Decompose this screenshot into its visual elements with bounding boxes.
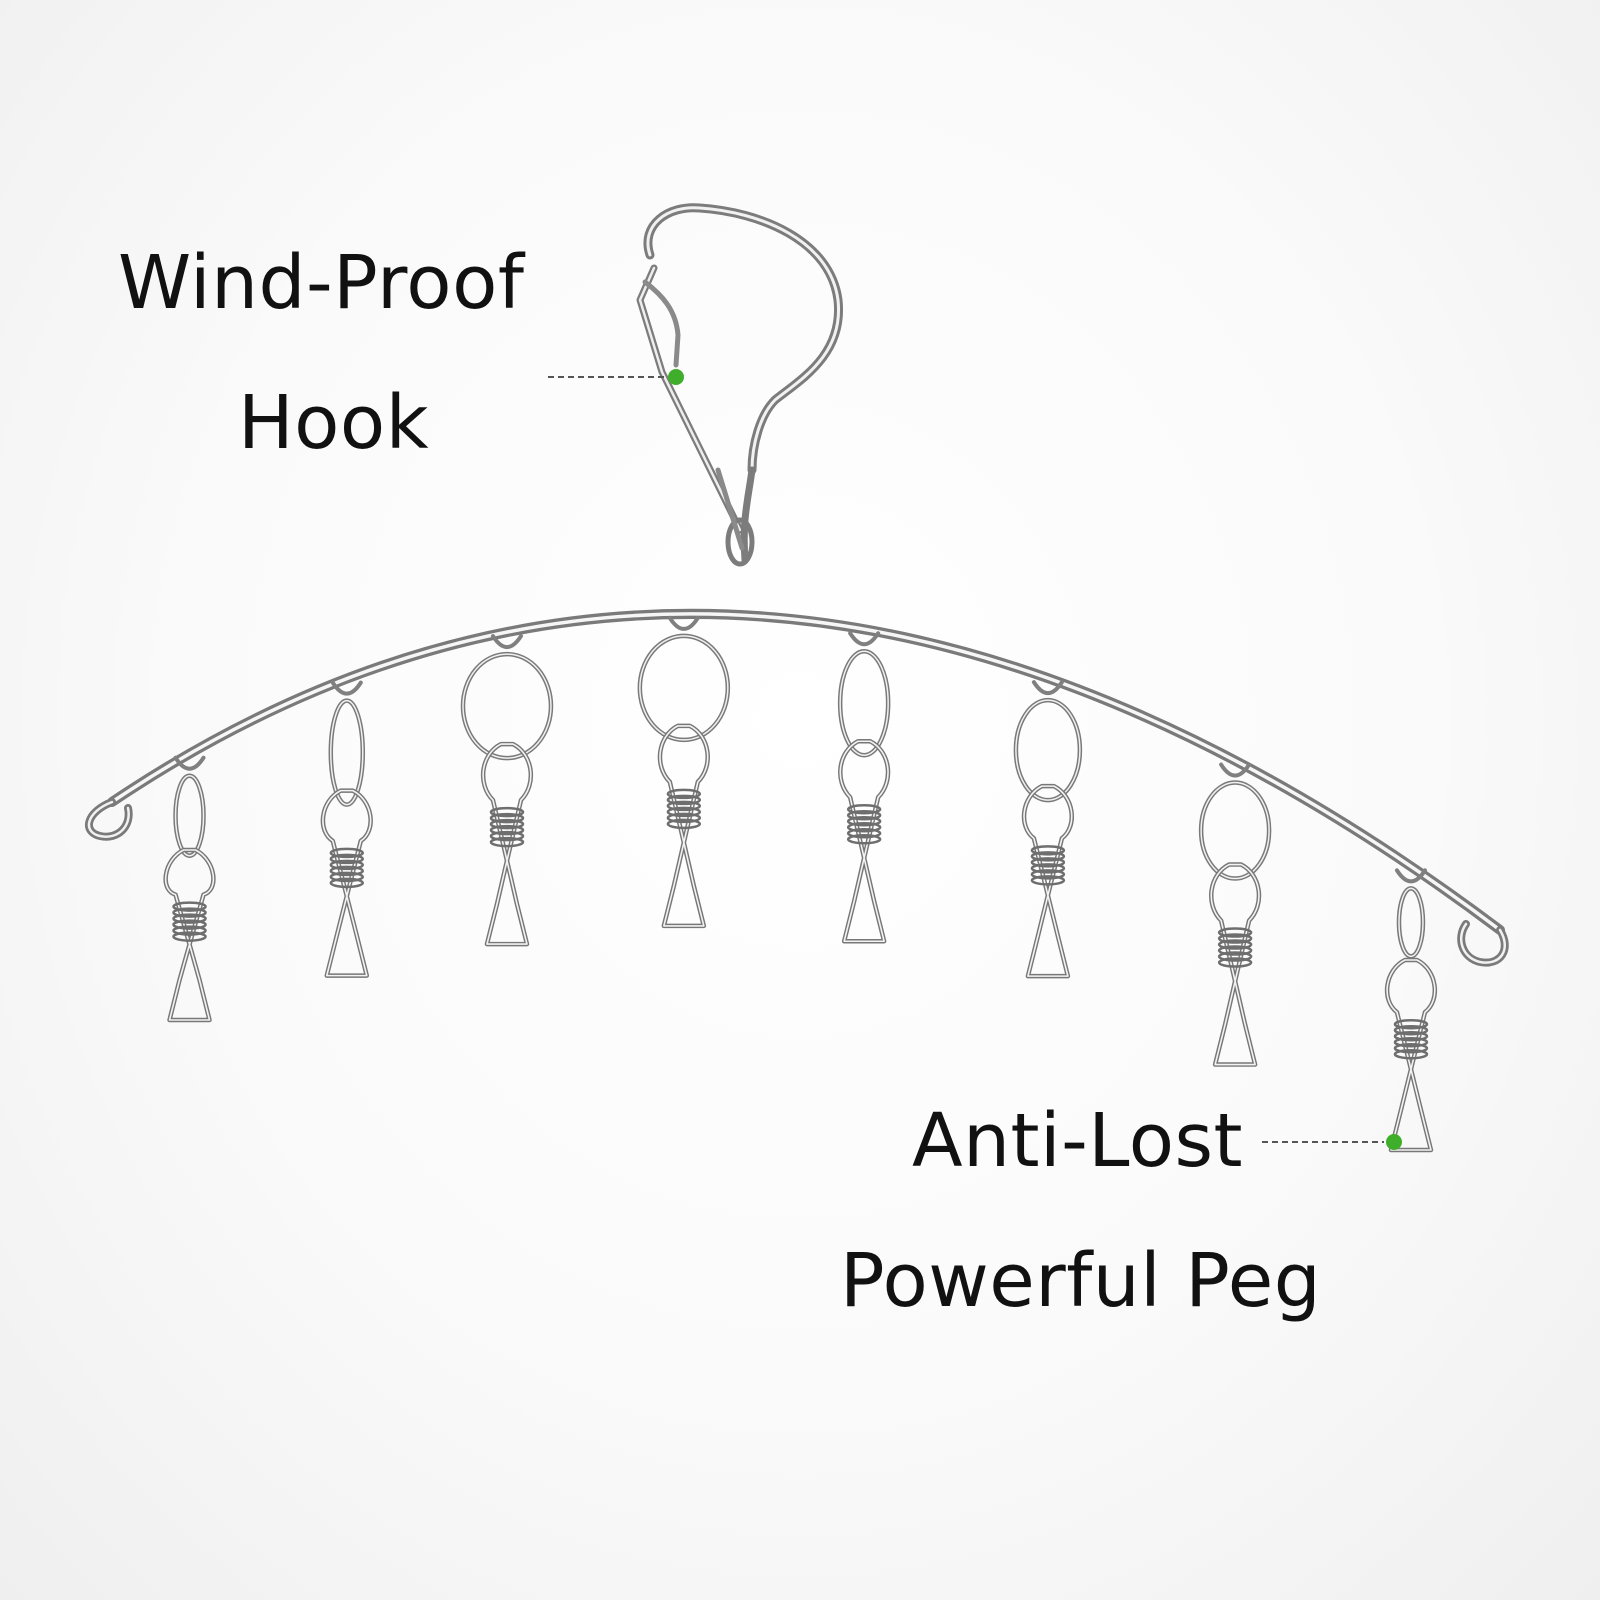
hanger-arc-bar xyxy=(85,608,1509,967)
peg-hanger-loop xyxy=(330,680,363,696)
clothes-peg xyxy=(320,680,373,978)
peg-spring xyxy=(1030,845,1066,886)
clothes-peg xyxy=(637,615,731,929)
peg-label-line-2: Powerful Peg xyxy=(840,1238,1322,1324)
peg-hanger-loop xyxy=(173,755,206,771)
clothes-peg xyxy=(837,631,891,944)
peg-hanger-loop xyxy=(1394,868,1427,884)
peg-label-line-1: Anti-Lost xyxy=(912,1098,1244,1184)
peg-body xyxy=(838,739,891,944)
peg-hanger-loop xyxy=(667,615,700,631)
hook-label-line-2: Hook xyxy=(238,380,430,466)
peg-body xyxy=(1209,862,1262,1067)
clothes-peg xyxy=(1384,868,1438,1153)
peg-hanger-loop xyxy=(848,631,881,647)
hook-callout xyxy=(548,369,684,385)
wind-proof-hook xyxy=(636,203,843,567)
clothes-peg xyxy=(1013,680,1083,979)
peg-spring xyxy=(666,788,702,830)
peg-callout xyxy=(1262,1134,1402,1150)
peg-spring xyxy=(172,901,207,942)
peg-hanger-loop xyxy=(490,634,523,650)
peg-spring xyxy=(489,806,525,848)
hook-label-line-1: Wind-Proof xyxy=(118,240,525,326)
peg-group xyxy=(163,615,1438,1153)
peg-hanger-loop xyxy=(1219,762,1252,778)
peg-spring xyxy=(846,804,882,845)
hook-eye xyxy=(725,517,755,567)
clothes-peg xyxy=(460,634,554,947)
peg-body xyxy=(480,741,534,947)
peg-hanger-loop xyxy=(1031,680,1064,696)
peg-spring xyxy=(1217,927,1253,968)
peg-callout-dot xyxy=(1386,1134,1402,1150)
hook-latch-inner xyxy=(642,279,681,368)
peg-body xyxy=(657,723,710,929)
peg-spring xyxy=(1393,1018,1429,1060)
peg-spring xyxy=(329,847,365,889)
clothes-peg xyxy=(1198,762,1272,1067)
hook-callout-dot xyxy=(668,369,684,385)
clothes-peg xyxy=(163,755,216,1023)
